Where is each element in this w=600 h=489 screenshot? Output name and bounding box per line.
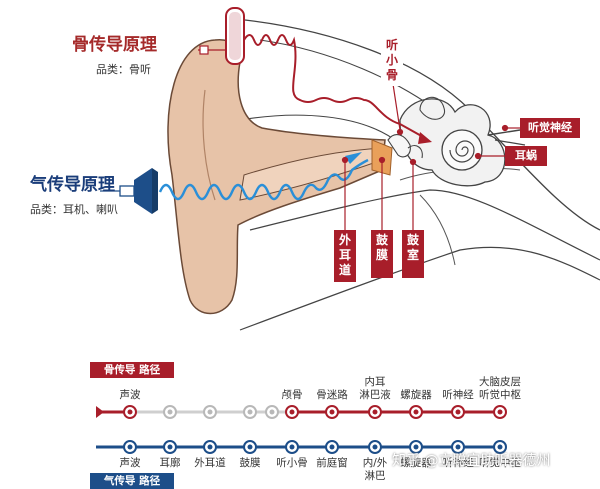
watermark: 知乎 @立聪宜助听器德州 — [392, 453, 551, 469]
bone-title: 骨传导原理 — [72, 30, 157, 55]
bone-path-step-label: 内耳 — [365, 375, 386, 388]
bone-device-icon — [225, 7, 245, 65]
inner-ear — [387, 96, 526, 187]
air-path-step-dot-center — [127, 444, 133, 450]
air-path-step-label: 声波 — [120, 456, 141, 469]
bone-path-step-dot-center — [127, 409, 133, 415]
bone-path-step-dot-center — [372, 409, 378, 415]
air-path-step-label: 听神经 — [442, 456, 474, 469]
label-cochlea: 耳蜗 — [515, 149, 537, 162]
air-path-step-label: 听觉中枢 — [479, 456, 521, 469]
bone-path-step-dot-center — [329, 409, 335, 415]
air-path-step-label: 外耳道 — [194, 456, 226, 469]
air-path-step-dot-center — [207, 444, 213, 450]
bone-path-step-label: 螺旋器 — [400, 388, 432, 401]
air-path-step-dot-center — [247, 444, 253, 450]
bone-conduction-wave — [243, 34, 426, 139]
air-path-step-label: 淋巴 — [365, 469, 386, 482]
bone-path-step-label: 骨迷路 — [316, 388, 348, 401]
bone-path-step-label: 颅骨 — [282, 389, 303, 401]
air-path-step-dot-center — [497, 444, 503, 450]
bone-path-badge: 骨传导 路径 — [90, 362, 174, 378]
label-tympanic-cavity: 鼓室 — [406, 233, 419, 262]
bone-title-text: 骨传导原理 — [72, 35, 157, 55]
bone-path-step-dot-center — [497, 409, 503, 415]
air-conduction-wave — [158, 158, 369, 201]
air-path-step-label: 耳廓 — [160, 456, 181, 469]
bone-path-step-dot-center — [455, 409, 461, 415]
air-path-badge: 气传导 路径 — [90, 473, 174, 489]
air-path-step-label: 内/外 — [363, 456, 388, 469]
bone-path-track — [96, 406, 505, 418]
air-path-step-dot-center — [455, 444, 461, 450]
air-path-step-label: 螺旋器 — [400, 456, 432, 469]
air-path-step-dot-center — [413, 444, 419, 450]
air-title: 气传导原理 — [30, 170, 115, 195]
air-path-step-dot-center — [329, 444, 335, 450]
bone-path-step-dot-center — [413, 409, 419, 415]
air-subtitle: 品类：耳机、喇叭 — [30, 198, 118, 217]
air-path-step-label: 鼓膜 — [240, 456, 261, 469]
label-ear-canal: 外耳道 — [338, 233, 351, 277]
bone-path-step-dot-center — [207, 409, 213, 415]
bone-subtitle-text: 品类：骨听 — [96, 63, 151, 76]
air-path-step-dot-center — [289, 444, 295, 450]
label-ossicles: 听小骨 — [385, 38, 398, 82]
label-auditory-nerve: 听觉神经 — [528, 121, 572, 134]
speaker-icon — [119, 168, 158, 214]
bone-path-step-label: 听神经 — [442, 388, 474, 401]
air-path-step-dot-center — [167, 444, 173, 450]
bone-path-step-dot-center — [247, 409, 253, 415]
air-path-step-dot-center — [372, 444, 378, 450]
air-path-step-label: 前庭窗 — [316, 456, 348, 469]
bone-path-step-label: 淋巴液 — [359, 388, 391, 401]
air-subtitle-text: 品类：耳机、喇叭 — [30, 203, 118, 216]
bone-path-step-dot-center — [167, 409, 173, 415]
bone-subtitle: 品类：骨听 — [96, 58, 151, 77]
air-path-step-label: 听小骨 — [276, 457, 308, 469]
label-eardrum: 鼓膜 — [375, 233, 388, 262]
bone-path-step-dot-center — [289, 409, 295, 415]
air-title-text: 气传导原理 — [30, 175, 115, 195]
bone-path-step-label: 声波 — [120, 388, 141, 401]
bone-path-step-label: 大脑皮层 — [479, 375, 521, 388]
bone-path-step-dot-center — [269, 409, 275, 415]
bone-path-step-label: 听觉中枢 — [479, 388, 521, 401]
